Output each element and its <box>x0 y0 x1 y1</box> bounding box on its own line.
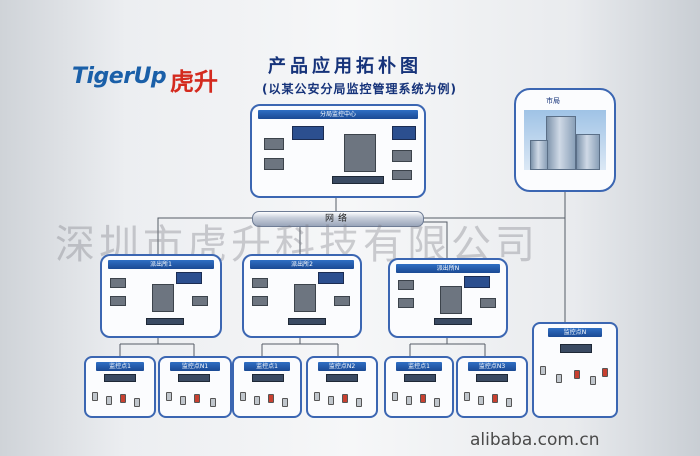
workstation-icon <box>110 278 126 288</box>
point-panel: 监控点N1 <box>158 356 232 418</box>
camera-icon <box>134 398 140 407</box>
monitor-icon <box>464 276 490 288</box>
camera-icon <box>356 398 362 407</box>
workstation-icon <box>110 296 126 306</box>
monitor-icon <box>318 272 344 284</box>
server-rack-icon <box>440 286 462 314</box>
workstation-icon <box>480 298 496 308</box>
point-panel-n: 监控点N <box>532 322 618 418</box>
server-rack-icon <box>344 134 376 172</box>
camera-icon <box>540 366 546 375</box>
encoder-icon <box>252 374 284 382</box>
camera-icon <box>434 398 440 407</box>
camera-icon <box>556 374 562 383</box>
video-wall-icon <box>292 126 324 140</box>
server-rack-icon <box>294 284 316 312</box>
point-header: 监控点1 <box>244 362 290 371</box>
station-panel-1: 派出所1 <box>100 254 222 338</box>
tigerup-logo: TigerUp <box>72 64 166 89</box>
alarm-icon <box>268 394 274 403</box>
workstation-icon <box>264 158 284 170</box>
station-header: 派出所N <box>396 264 500 273</box>
station-header: 派出所1 <box>108 260 214 269</box>
point-header: 监控点N2 <box>318 362 366 371</box>
camera-icon <box>166 392 172 401</box>
camera-icon <box>392 392 398 401</box>
encoder-icon <box>104 374 136 382</box>
encoder-icon <box>560 344 592 353</box>
workstation-icon <box>392 170 412 180</box>
camera-icon <box>328 396 334 405</box>
camera-icon <box>314 392 320 401</box>
alarm-icon <box>342 394 348 403</box>
logo-chinese: 虎升 <box>170 62 218 97</box>
alarm-icon <box>420 394 426 403</box>
point-panel: 监控点N2 <box>306 356 378 418</box>
workstation-icon <box>192 296 208 306</box>
building-icon <box>530 140 548 170</box>
point-header: 监控点N3 <box>468 362 516 371</box>
camera-icon <box>210 398 216 407</box>
workstation-icon <box>398 298 414 308</box>
point-panel: 监控点1 <box>384 356 454 418</box>
alarm-icon <box>492 394 498 403</box>
camera-icon <box>590 376 596 385</box>
alarm-icon <box>602 368 608 377</box>
monitor-icon <box>392 126 416 140</box>
encoder-icon <box>404 374 436 382</box>
alarm-icon <box>120 394 126 403</box>
camera-icon <box>282 398 288 407</box>
camera-icon <box>506 398 512 407</box>
point-panel: 监控点1 <box>232 356 302 418</box>
camera-icon <box>406 396 412 405</box>
city-label: 市局 <box>546 96 560 106</box>
server-rack-icon <box>152 284 174 312</box>
station-panel-2: 派出所2 <box>242 254 362 338</box>
camera-icon <box>254 396 260 405</box>
building-icon <box>576 134 600 170</box>
point-header: 监控点1 <box>396 362 442 371</box>
workstation-icon <box>252 278 268 288</box>
camera-icon <box>240 392 246 401</box>
workstation-icon <box>264 138 284 150</box>
city-panel: 市局 <box>514 88 616 192</box>
point-header: 监控点N1 <box>170 362 220 371</box>
workstation-icon <box>392 150 412 162</box>
point-panel: 监控点1 <box>84 356 156 418</box>
point-header: 监控点N <box>548 328 602 337</box>
point-panel: 监控点N3 <box>456 356 528 418</box>
footer-watermark: alibaba.com.cn <box>470 430 600 450</box>
camera-icon <box>464 392 470 401</box>
encoder-icon <box>476 374 508 382</box>
center-panel: 分局监控中心 <box>250 104 426 198</box>
alarm-icon <box>194 394 200 403</box>
monitor-icon <box>176 272 202 284</box>
station-panel-n: 派出所N <box>388 258 508 338</box>
building-icon <box>546 116 576 170</box>
encoder-icon <box>178 374 210 382</box>
page-title: 产品应用拓朴图 <box>268 52 422 78</box>
network-switch-icon <box>332 176 384 184</box>
network-switch-icon <box>434 318 472 325</box>
encoder-icon <box>326 374 358 382</box>
workstation-icon <box>252 296 268 306</box>
workstation-icon <box>398 280 414 290</box>
camera-icon <box>478 396 484 405</box>
network-switch-icon <box>146 318 184 325</box>
camera-icon <box>92 392 98 401</box>
point-header: 监控点1 <box>96 362 144 371</box>
station-header: 派出所2 <box>250 260 354 269</box>
center-header: 分局监控中心 <box>258 110 418 119</box>
camera-icon <box>106 396 112 405</box>
city-building-image <box>524 110 606 170</box>
alarm-icon <box>574 370 580 379</box>
camera-icon <box>180 396 186 405</box>
page-subtitle: (以某公安分局监控管理系统为例) <box>262 80 457 97</box>
network-switch-icon <box>288 318 326 325</box>
workstation-icon <box>334 296 350 306</box>
